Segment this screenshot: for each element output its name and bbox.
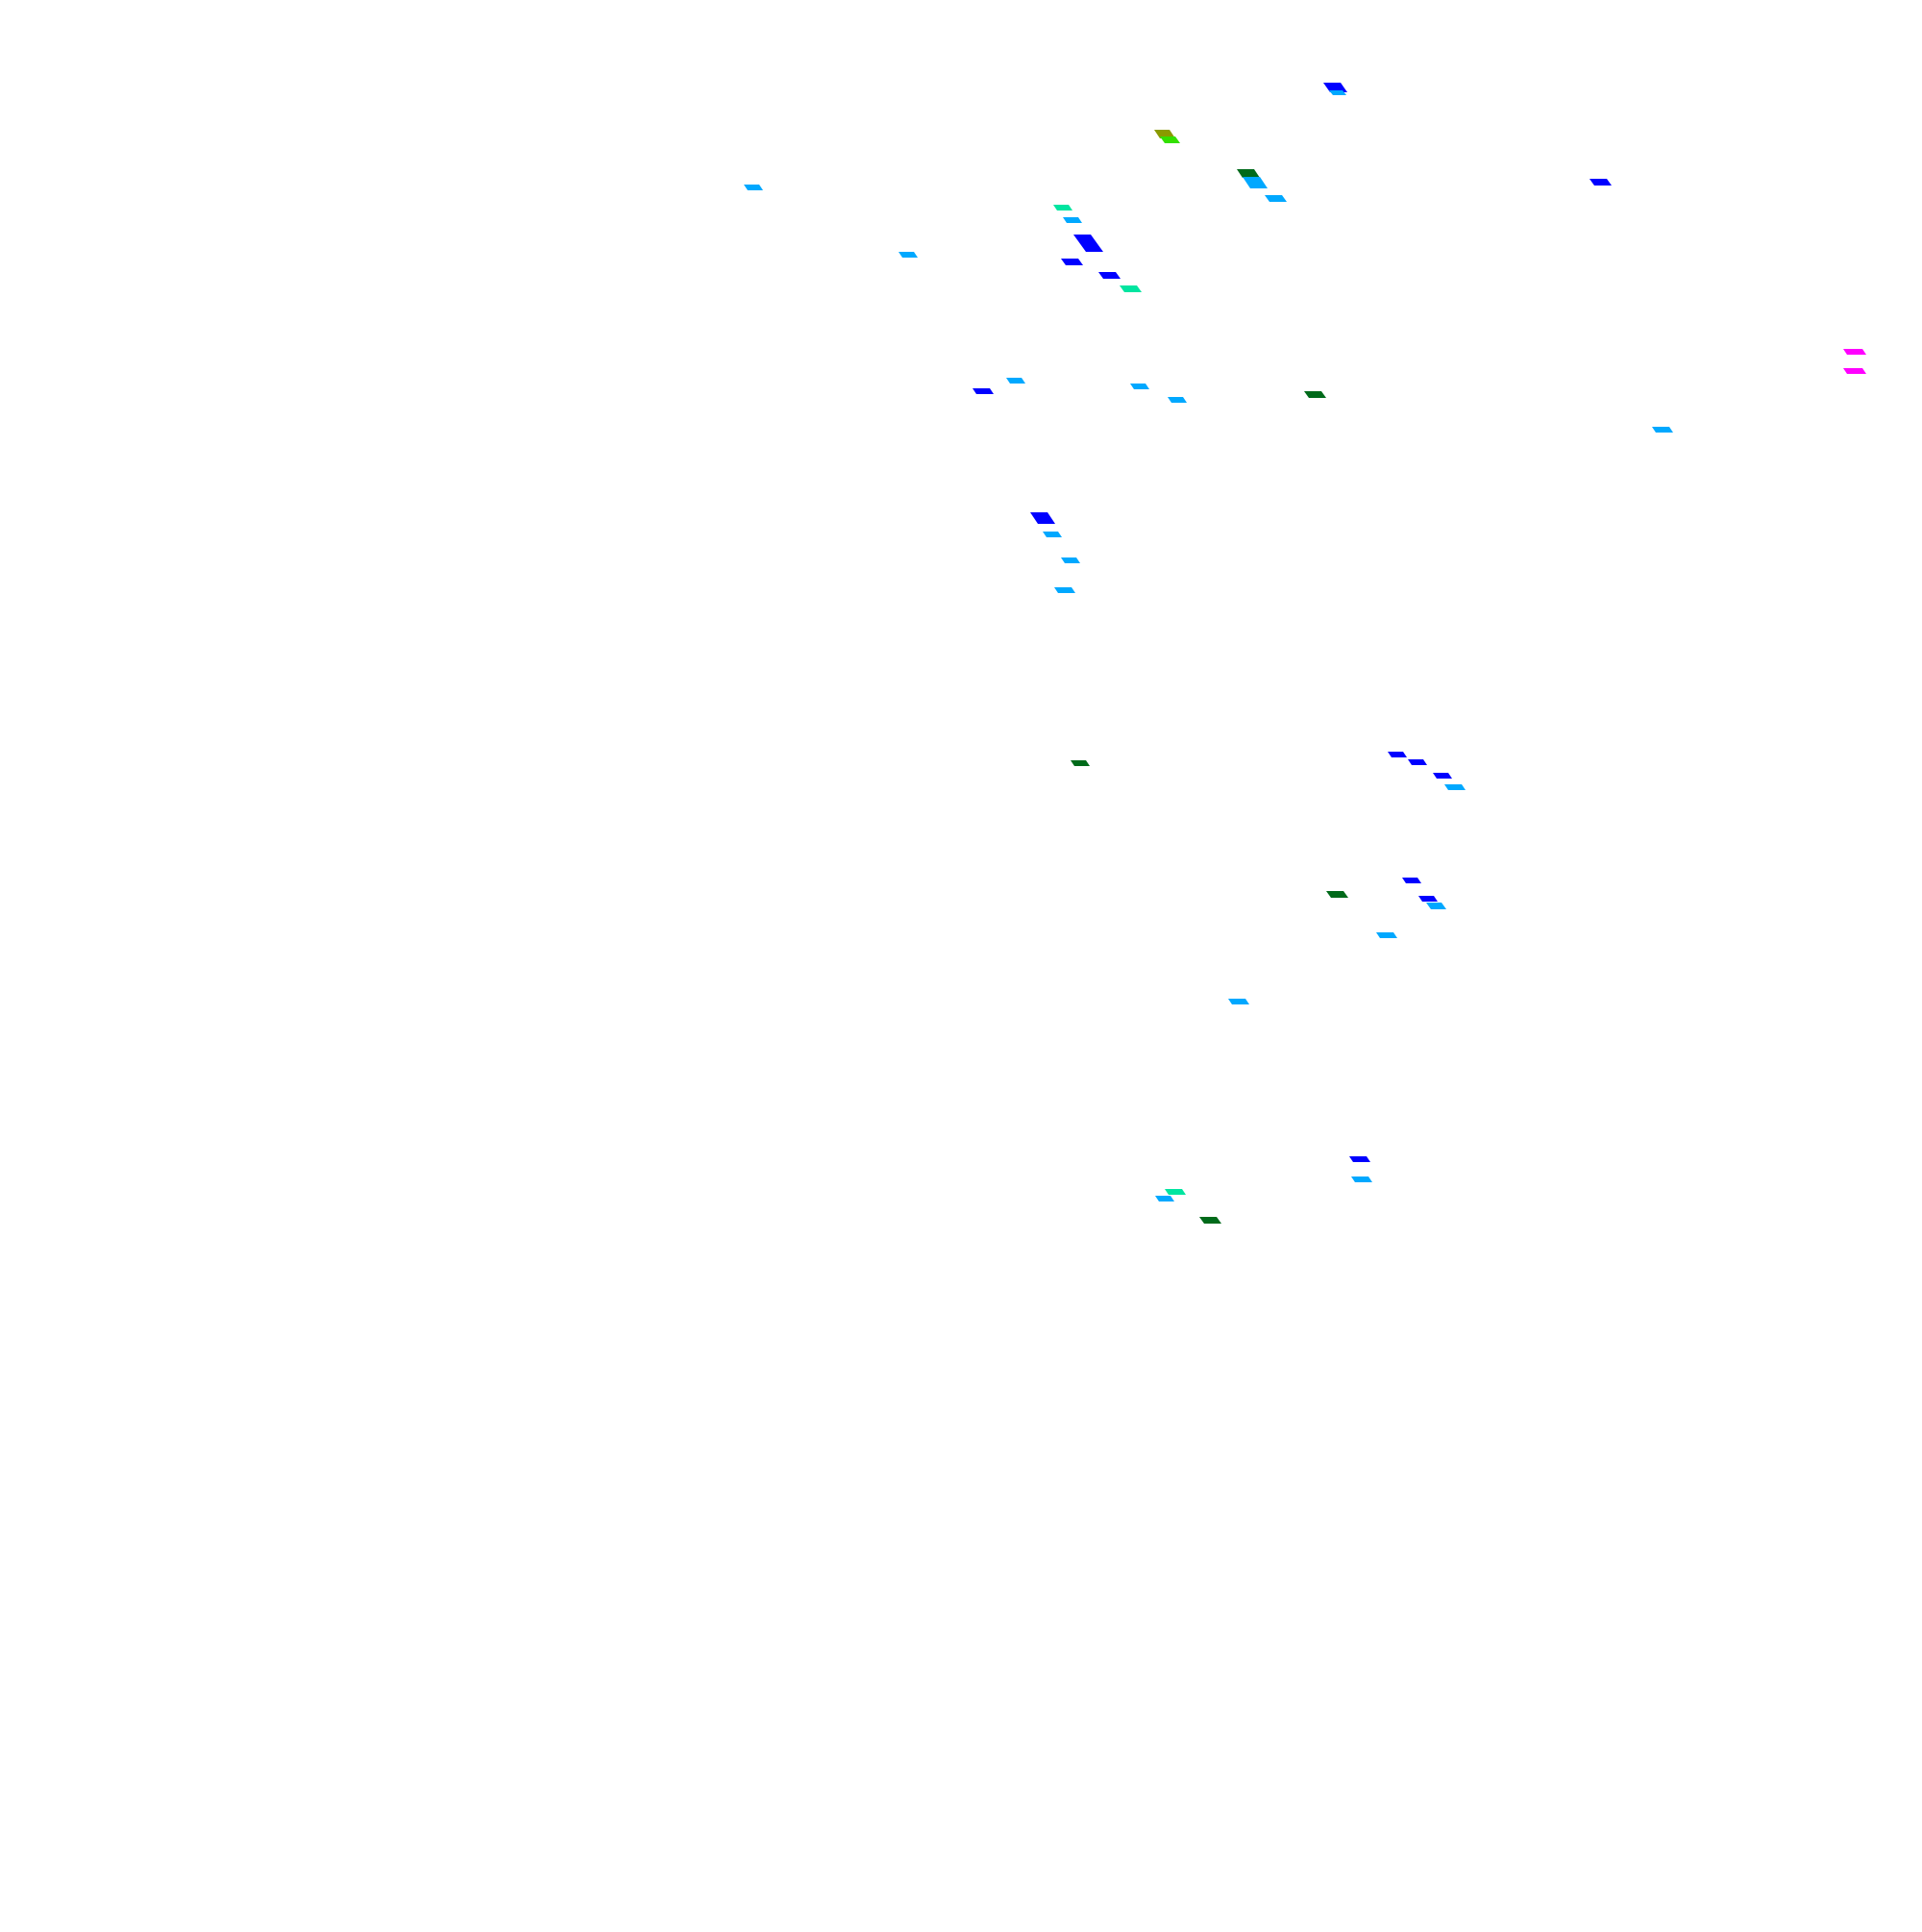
- marker-15: [1098, 272, 1121, 279]
- marker-17: [1843, 349, 1866, 355]
- marker-38: [1376, 932, 1397, 938]
- marker-22: [1168, 397, 1187, 403]
- marker-24: [1652, 427, 1673, 433]
- marker-4: [1160, 136, 1180, 143]
- marker-1: [1323, 83, 1347, 92]
- marker-42: [1165, 1189, 1186, 1195]
- marker-14: [1061, 259, 1083, 265]
- marker-40: [1349, 1156, 1370, 1162]
- marker-21: [1130, 384, 1149, 389]
- marker-18: [1843, 368, 1866, 374]
- marker-27: [1061, 557, 1080, 563]
- marker-16: [1120, 285, 1142, 292]
- marker-44: [1199, 1217, 1221, 1224]
- marker-19: [973, 388, 994, 394]
- marker-3: [1154, 130, 1175, 138]
- marker-11: [1053, 205, 1072, 211]
- marker-37: [1426, 903, 1446, 909]
- marker-12: [1063, 217, 1082, 223]
- marker-23: [1304, 391, 1326, 398]
- marker-9: [744, 185, 763, 190]
- marker-36: [1418, 896, 1438, 902]
- marker-39: [1228, 999, 1249, 1004]
- marker-25: [1030, 512, 1055, 524]
- marker-33: [1444, 784, 1466, 790]
- marker-43: [1155, 1196, 1174, 1201]
- marker-35: [1402, 878, 1421, 883]
- marker-34: [1326, 891, 1348, 898]
- marker-32: [1433, 773, 1452, 779]
- marker-30: [1388, 752, 1407, 757]
- marker-20: [1006, 378, 1025, 384]
- marker-2: [1329, 90, 1346, 95]
- marker-6: [1243, 177, 1268, 188]
- marker-7: [1265, 195, 1287, 202]
- marker-10: [899, 252, 918, 258]
- marker-31: [1408, 759, 1427, 765]
- marker-28: [1054, 587, 1075, 593]
- marker-26: [1043, 532, 1062, 537]
- marker-8: [1589, 179, 1612, 186]
- marker-41: [1351, 1177, 1372, 1182]
- marker-5: [1237, 169, 1260, 178]
- marker-13: [1073, 235, 1103, 252]
- marker-29: [1071, 760, 1090, 766]
